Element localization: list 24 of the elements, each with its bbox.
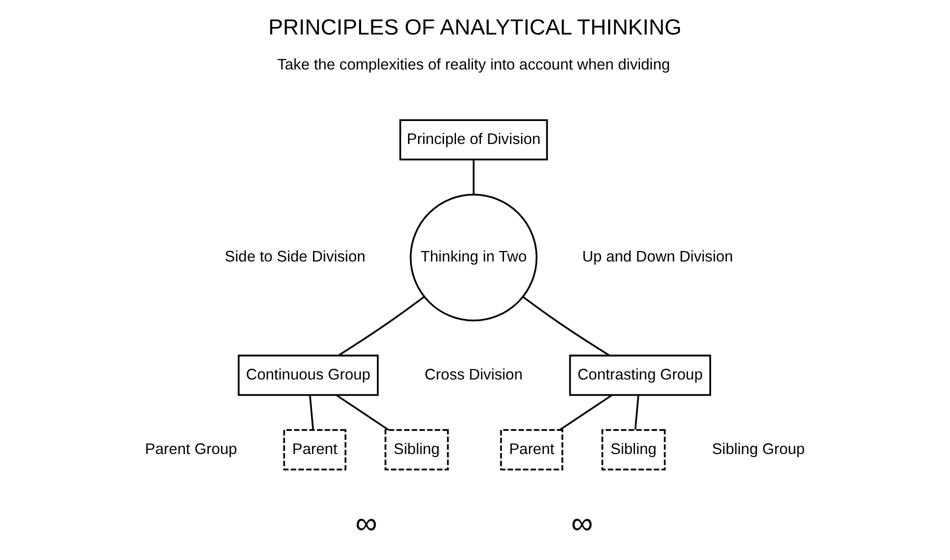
- label: Up and Down Division: [582, 248, 734, 266]
- connector: [522, 296, 610, 356]
- connector: [634, 395, 640, 430]
- node-box: Continuous Group: [238, 354, 379, 396]
- diagram-title: PRINCIPLES OF ANALYTICAL THINKING: [268, 14, 682, 40]
- node-box: Parent: [283, 429, 346, 470]
- connector: [338, 296, 425, 356]
- label: ∞: [355, 506, 378, 540]
- label: Sibling Group: [712, 440, 805, 458]
- connector: [336, 394, 390, 431]
- label: ∞: [571, 506, 593, 540]
- node-box: Principle of Division: [399, 119, 548, 160]
- node-box: Sibling: [384, 429, 449, 470]
- connector: [559, 394, 612, 431]
- label: Side to Side Division: [224, 248, 366, 266]
- connector: [309, 395, 314, 430]
- node-circle: Thinking in Two: [410, 194, 538, 322]
- connector: [472, 160, 474, 194]
- label: Cross Division: [424, 366, 523, 384]
- label: Parent Group: [145, 440, 238, 458]
- node-box: Contrasting Group: [569, 354, 712, 396]
- node-box: Sibling: [601, 429, 666, 470]
- label: Take the complexities of reality into account when dividing: [277, 56, 670, 74]
- node-box: Parent: [500, 429, 564, 470]
